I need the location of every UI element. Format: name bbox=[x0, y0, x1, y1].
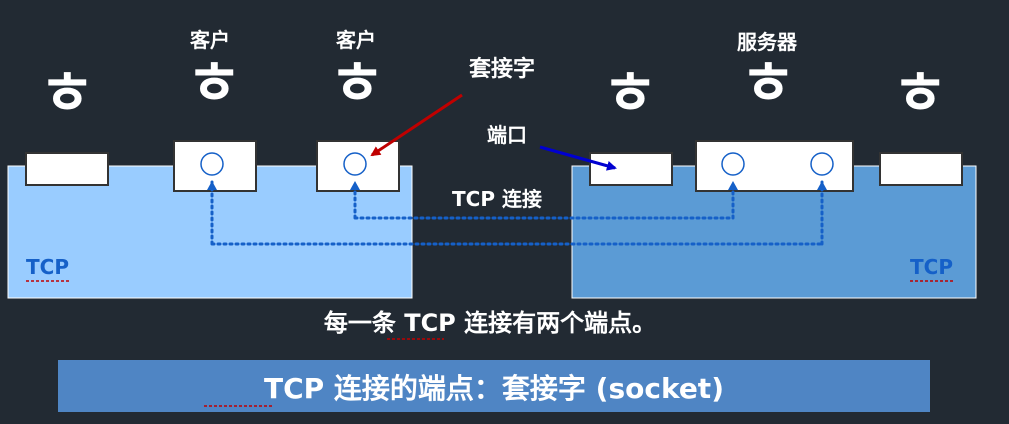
server-label: 服务器 bbox=[737, 30, 798, 54]
arrowhead-up-1 bbox=[207, 181, 217, 190]
process-icon-left-3: ㅎ bbox=[329, 49, 384, 119]
process-icon-right-1: ㅎ bbox=[602, 59, 657, 129]
client-label-1: 客户 bbox=[189, 28, 230, 52]
arrowhead-up-4 bbox=[817, 181, 827, 190]
tcp-label-left: TCP bbox=[26, 255, 69, 279]
port-right-3 bbox=[879, 152, 963, 186]
client-label-2: 客户 bbox=[335, 28, 376, 52]
banner-box bbox=[58, 360, 930, 412]
caption: 每一条 TCP 连接有两个端点。 bbox=[324, 309, 656, 337]
port-label: 端口 bbox=[487, 123, 527, 147]
socket-circle-right-2a bbox=[721, 152, 745, 176]
socket-pointer-arrow bbox=[370, 93, 463, 157]
socket-circle-left-3 bbox=[343, 152, 367, 176]
process-icon-left-2: ㅎ bbox=[186, 49, 241, 119]
process-icon-right-3: ㅎ bbox=[892, 59, 947, 129]
tcp-connection-label: TCP 连接 bbox=[452, 187, 542, 211]
port-right-1 bbox=[589, 152, 673, 186]
tcp-label-right: TCP bbox=[910, 255, 953, 279]
arrowhead-up-2 bbox=[350, 181, 360, 190]
tcp-connection-line-2 bbox=[210, 180, 824, 246]
process-icon-right-2: ㅎ bbox=[740, 49, 795, 119]
arrowhead-up-3 bbox=[728, 181, 738, 190]
process-icon-left-1: ㅎ bbox=[39, 59, 94, 129]
port-left-1 bbox=[25, 152, 109, 186]
port-pointer-arrow bbox=[539, 145, 617, 171]
socket-circle-left-2 bbox=[200, 152, 224, 176]
socket-label: 套接字 bbox=[469, 56, 535, 82]
banner-text: TCP 连接的端点：套接字 (socket) bbox=[264, 372, 724, 405]
socket-circle-right-2b bbox=[810, 152, 834, 176]
